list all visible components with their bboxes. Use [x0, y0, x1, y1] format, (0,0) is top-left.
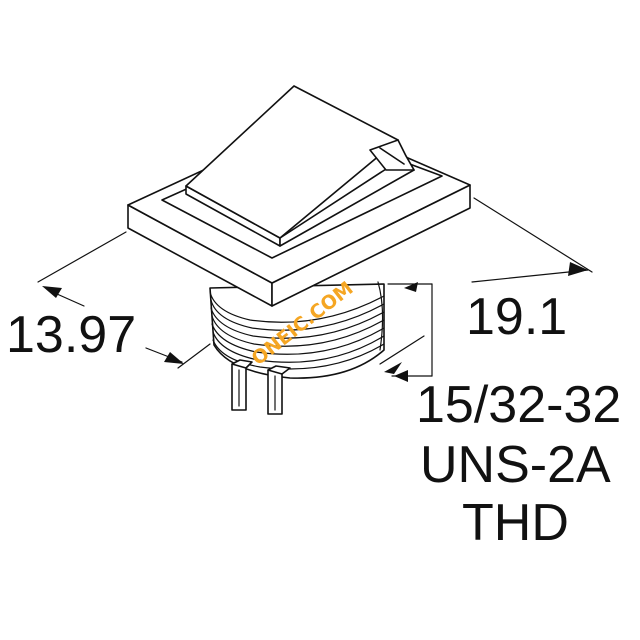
thread-spec-line2: UNS-2A [420, 436, 611, 494]
thread-spec-line3: THD [462, 494, 569, 552]
threaded-bushing [209, 281, 385, 379]
dim-19-1 [379, 197, 593, 374]
dim-13-97-label: 13.97 [6, 306, 136, 364]
terminals [231, 359, 291, 415]
dim-13-97 [37, 231, 211, 369]
rocker-actuator [185, 85, 415, 247]
thread-callout-leader [387, 282, 433, 382]
dim-19-1-label: 19.1 [466, 288, 567, 346]
thread-spec-line1: 15/32-32 [416, 376, 621, 434]
